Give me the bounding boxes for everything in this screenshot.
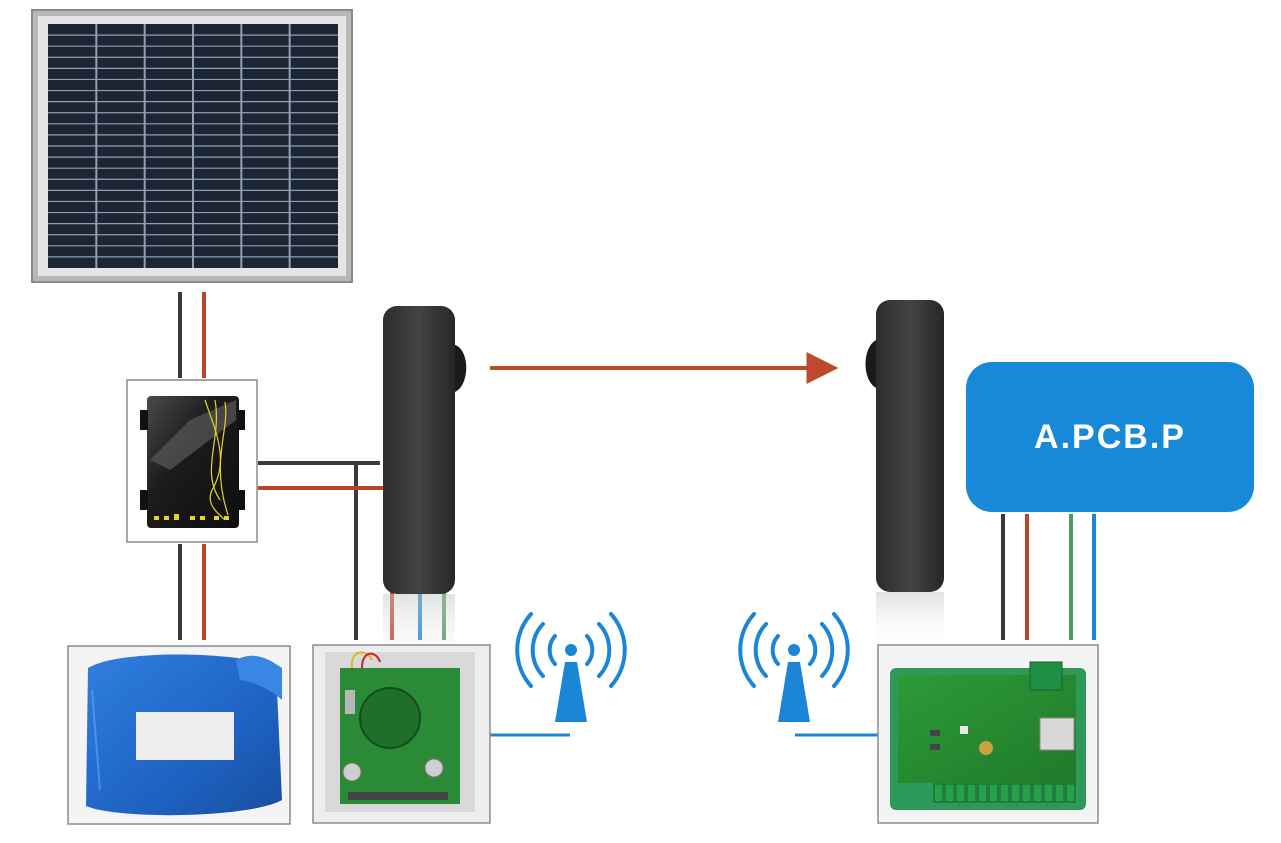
wire-tx-red <box>258 486 394 640</box>
transmitter-board <box>312 644 491 824</box>
charge-controller-icon <box>140 396 245 528</box>
wireless-left <box>515 612 627 722</box>
battery-pack <box>67 645 291 825</box>
board-label: A.PCB.P <box>1034 418 1186 456</box>
transmitter-sensor <box>383 306 467 674</box>
solar-panel <box>31 9 353 283</box>
receiver-sensor <box>865 300 944 652</box>
charge-controller <box>126 379 258 543</box>
sensor-housing-icon <box>383 306 467 674</box>
solar-panel-icon <box>31 9 353 283</box>
sensor-housing-icon <box>865 300 944 652</box>
board-label-box: A.PCB.P <box>966 362 1254 512</box>
wireless-antenna-icon <box>738 612 850 722</box>
circuit-board-icon <box>325 651 475 812</box>
wireless-right <box>738 612 850 722</box>
wireless-antenna-icon <box>515 612 627 722</box>
circuit-board-icon <box>890 661 1086 810</box>
receiver-board <box>877 644 1099 824</box>
battery-icon <box>86 654 282 816</box>
